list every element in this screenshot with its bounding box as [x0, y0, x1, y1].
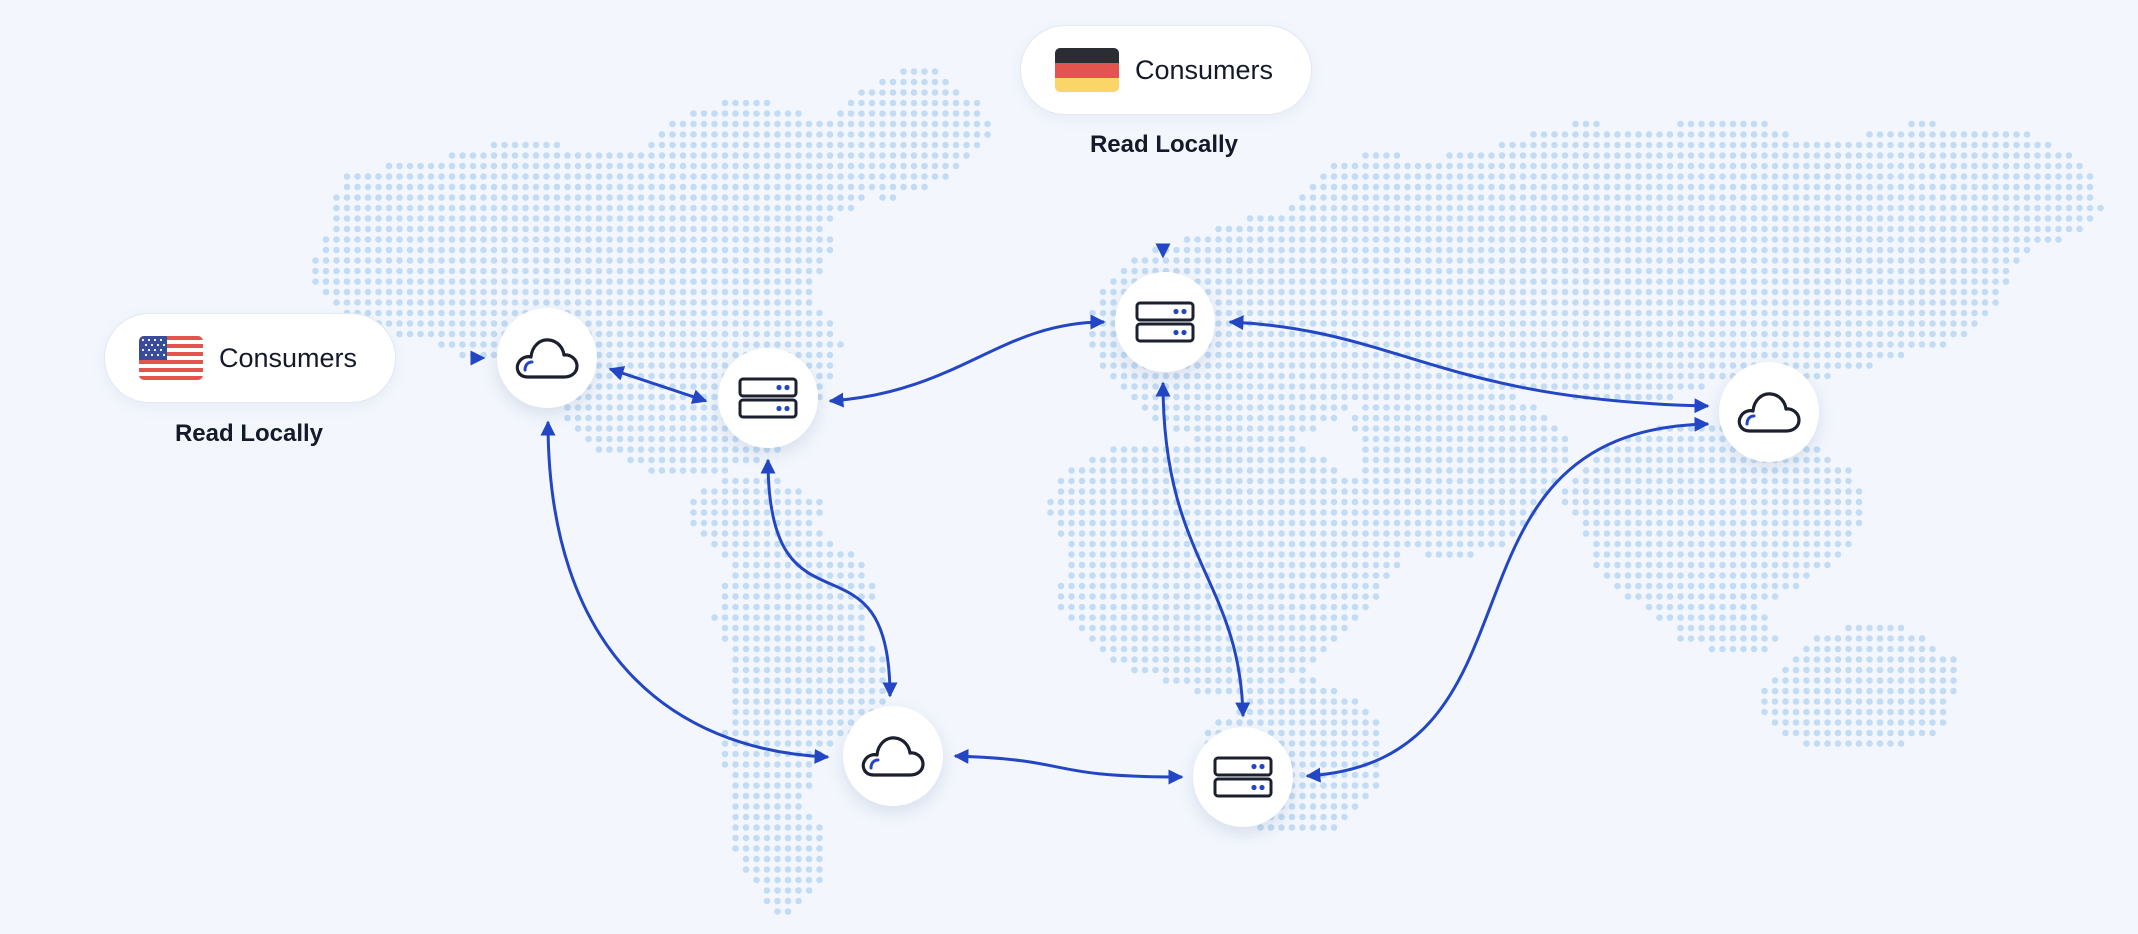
link-na-east-europe — [828, 314, 1106, 408]
server-icon — [1213, 756, 1273, 798]
cloud-icon — [515, 338, 579, 379]
consumers-label-us: Consumers — [219, 342, 358, 373]
server-icon — [1135, 301, 1195, 343]
server-node-africa — [1193, 727, 1293, 827]
cloud-node-asia — [1719, 362, 1819, 462]
cloud-icon — [1737, 392, 1801, 433]
link-na-west-south-america — [540, 420, 830, 764]
server-node-europe — [1115, 272, 1215, 372]
cloud-icon — [861, 736, 925, 777]
link-na-east-south-america — [760, 458, 898, 698]
read-locally-label-de: Read Locally — [1089, 131, 1239, 158]
cloud-node-south-america — [843, 706, 943, 806]
link-south-america-africa — [953, 748, 1184, 785]
consumers-pill-us: Consumers — [104, 313, 396, 403]
server-icon — [738, 377, 798, 419]
link-africa-asia — [1305, 416, 1710, 783]
germany-flag-icon — [1055, 48, 1119, 92]
us-flag-icon — [139, 336, 203, 380]
consumers-label-de: Consumers — [1135, 54, 1274, 85]
read-locally-label-us: Read Locally — [174, 420, 324, 447]
link-na-west-na-east — [608, 366, 708, 404]
link-europe-africa — [1155, 381, 1251, 718]
server-node-na-east — [718, 348, 818, 448]
cloud-node-na-west — [497, 308, 597, 408]
link-europe-asia — [1228, 315, 1710, 414]
consumers-pill-de: Consumers — [1020, 25, 1312, 115]
